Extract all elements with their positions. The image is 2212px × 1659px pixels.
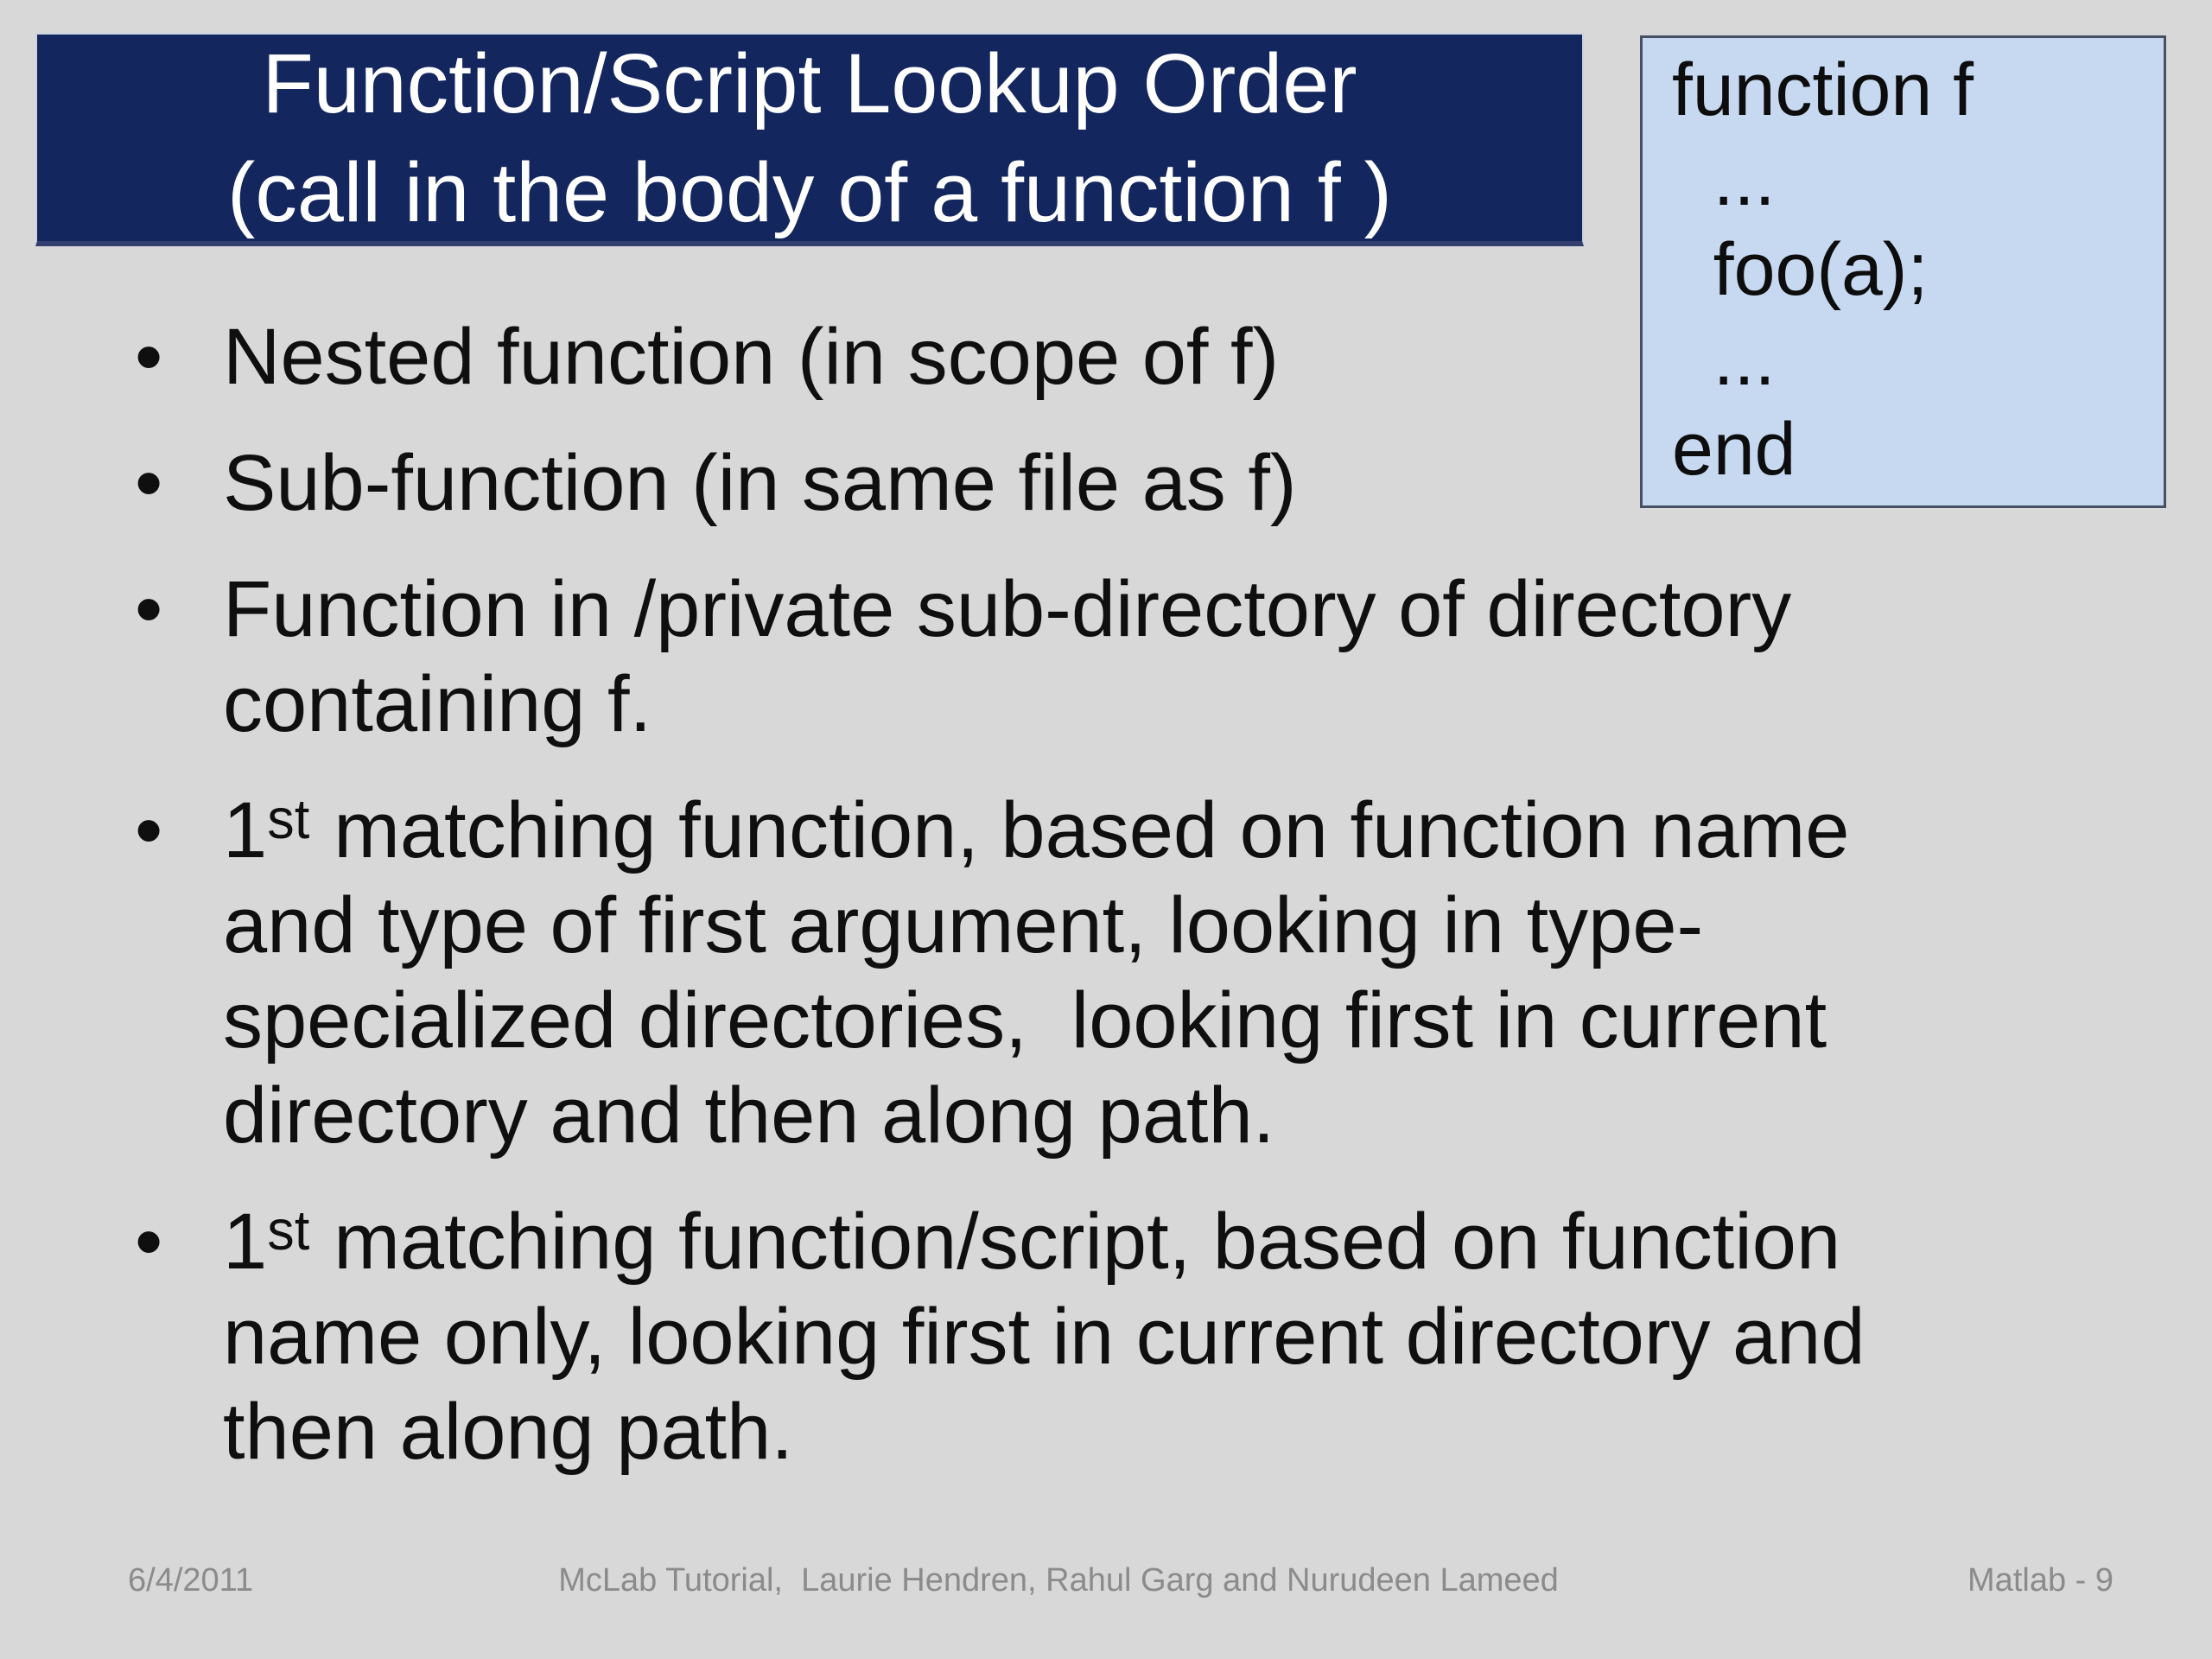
bullet-text: 1ˢᵗ matching function/script, based on f… xyxy=(223,1198,1866,1476)
code-sample-box: function f ... foo(a); ... end xyxy=(1640,35,2166,508)
bullet-marker: • xyxy=(135,565,163,653)
bullet-text: Function in /private sub-directory of di… xyxy=(223,565,1792,748)
bullet-text: 1ˢᵗ matching function, based on function… xyxy=(223,786,1850,1160)
footer: 6/4/2011 McLab Tutorial, Laurie Hendren,… xyxy=(0,1560,2212,1612)
bullet-text: Nested function (in scope of f) xyxy=(223,313,1280,401)
footer-credits: McLab Tutorial, Laurie Hendren, Rahul Ga… xyxy=(558,1562,1559,1599)
bullet-item: • Function in /private sub-directory of … xyxy=(121,562,2169,752)
bullet-marker: • xyxy=(135,1198,163,1286)
bullet-item: • 1ˢᵗ matching function/script, based on… xyxy=(121,1194,2169,1479)
footer-date: 6/4/2011 xyxy=(128,1562,254,1599)
bullet-marker: • xyxy=(135,786,163,874)
bullet-item: • Nested function (in scope of f) xyxy=(121,309,2169,404)
bullet-marker: • xyxy=(135,439,163,527)
bullet-item: • 1ˢᵗ matching function, based on functi… xyxy=(121,783,2169,1163)
bullet-item: • Sub-function (in same file as f) xyxy=(121,435,2169,531)
footer-page-number: Matlab - 9 xyxy=(1967,1562,2113,1599)
bullet-marker: • xyxy=(135,313,163,401)
bullet-text: Sub-function (in same file as f) xyxy=(223,439,1297,527)
bullet-list: • Nested function (in scope of f) • Sub-… xyxy=(121,309,2169,1510)
slide-title: Function/Script Lookup Order (call in th… xyxy=(35,33,1584,246)
